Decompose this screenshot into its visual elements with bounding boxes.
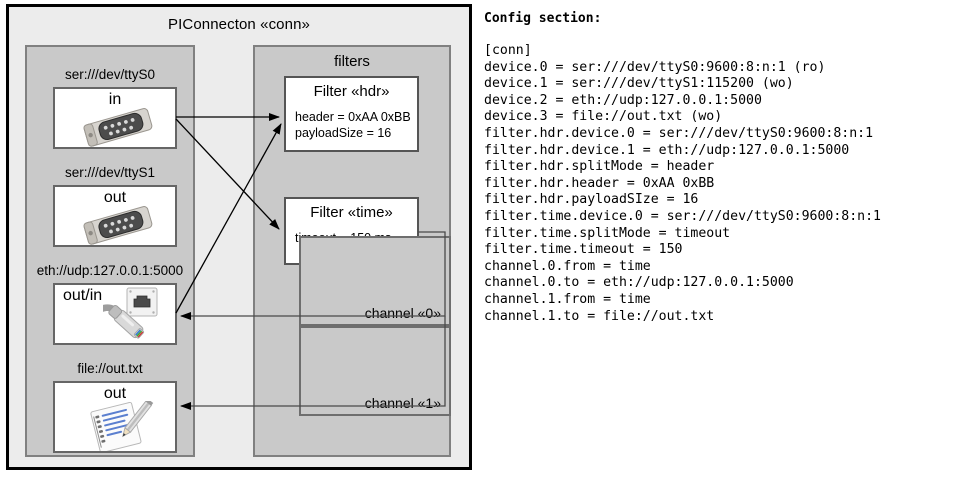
filters-panel-title: filters (334, 53, 370, 70)
diagram-title: PIConnecton «conn» (168, 16, 310, 33)
config-pane: Config section: [conn] device.0 = ser://… (484, 6, 960, 476)
filter-time-title: Filter «time» (310, 204, 393, 221)
device-box-eth[interactable]: out/in (53, 283, 177, 345)
device-caption-out-file: out (103, 385, 127, 402)
device-label-ttys1: ser:///dev/ttyS1 (64, 165, 156, 180)
device-box-ttys1[interactable]: out (53, 185, 177, 247)
ethernet-jack-icon (103, 287, 158, 339)
diagram-frame: PIConnecton «conn» ser:///dev/ttyS0 in (6, 4, 472, 470)
device-label-eth: eth://udp:127.0.0.1:5000 (36, 263, 184, 278)
channel-band-0[interactable]: channel «0» (299, 236, 451, 326)
config-text: [conn] device.0 = ser:///dev/ttyS0:9600:… (484, 43, 881, 324)
serial-db9-icon (83, 206, 153, 245)
filter-hdr-prop-header: header = 0xAA 0xBB (295, 110, 411, 124)
filter-hdr-title: Filter «hdr» (313, 83, 390, 100)
device-caption-out-ttys1: out (103, 189, 127, 206)
config-heading: Config section: (484, 11, 602, 26)
filters-panel: filters Filter «hdr» header = 0xAA 0xBB … (253, 45, 451, 457)
text-file-pencil-icon (90, 401, 154, 451)
device-label-ttys0: ser:///dev/ttyS0 (64, 67, 156, 82)
channel-1-label: channel «1» (364, 395, 441, 411)
channel-0-label: channel «0» (364, 305, 441, 321)
device-box-ttys0[interactable]: in (53, 87, 177, 149)
devices-panel: ser:///dev/ttyS0 in (25, 45, 195, 457)
serial-db9-icon (83, 108, 153, 147)
filter-hdr-prop-payloadsize: payloadSize = 16 (295, 126, 392, 140)
device-box-file[interactable]: out (53, 381, 177, 453)
device-label-file: file://out.txt (77, 361, 143, 376)
device-caption-outin: out/in (63, 287, 103, 304)
device-caption-in: in (108, 91, 122, 108)
filter-box-hdr[interactable]: Filter «hdr» header = 0xAA 0xBB payloadS… (284, 76, 419, 152)
channel-band-1[interactable]: channel «1» (299, 326, 451, 416)
